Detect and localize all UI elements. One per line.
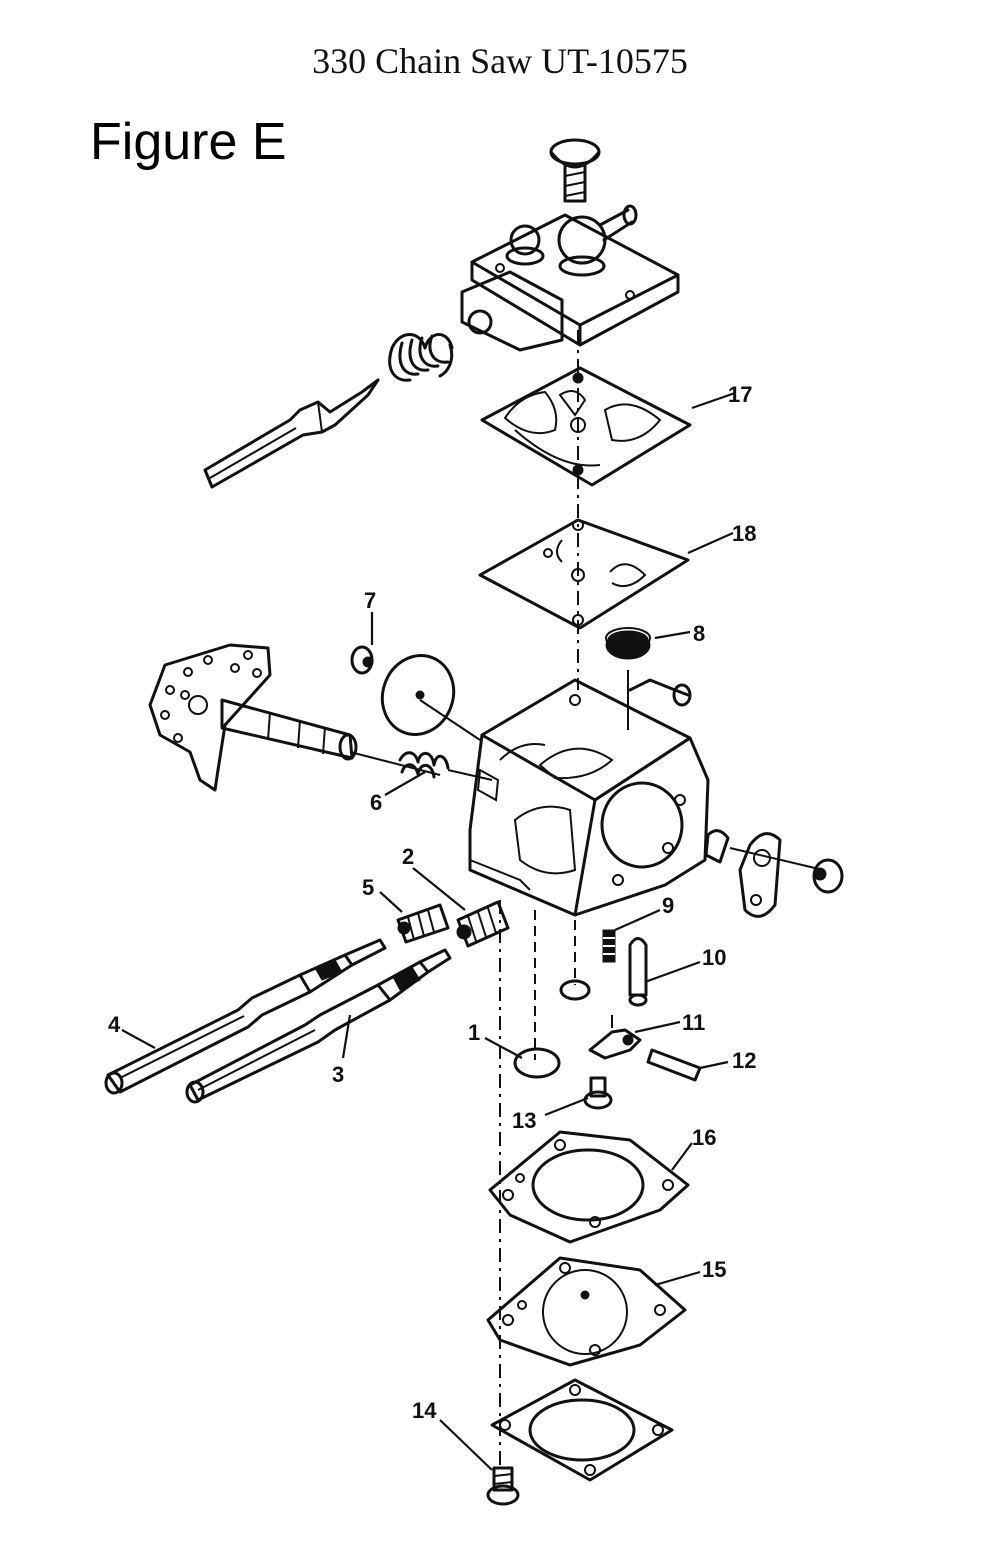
- welch-plug-1: [513, 1047, 561, 1079]
- metering-cover: [490, 1378, 674, 1482]
- callout-8: 8: [693, 621, 705, 646]
- needle-valve-4: [104, 938, 387, 1095]
- carburetor-body: [468, 670, 710, 917]
- metering-gasket-16: [488, 1130, 690, 1244]
- leader-lines: [121, 391, 736, 1471]
- choke-lever-shaft: [148, 643, 441, 792]
- lever-screw-13: [583, 1076, 613, 1110]
- callout-14: 14: [412, 1398, 437, 1423]
- upper-needle: [203, 378, 380, 489]
- cover-screw-14: [486, 1466, 520, 1506]
- callout-13: 13: [512, 1108, 536, 1133]
- callout-17: 17: [728, 382, 752, 407]
- callout-6: 6: [370, 790, 382, 815]
- lever-pin-12: [646, 1048, 702, 1082]
- callout-9: 9: [662, 893, 674, 918]
- pump-gasket-17: [480, 366, 692, 487]
- choke-valve-plate: [380, 654, 481, 741]
- needle-spring-2: [456, 900, 510, 948]
- callout-18: 18: [732, 521, 756, 546]
- coil-spring: [388, 333, 454, 382]
- callout-5: 5: [362, 875, 374, 900]
- welch-plug-small: [559, 979, 591, 1001]
- top-cover-screw: [549, 138, 601, 203]
- callout-15: 15: [702, 1257, 726, 1282]
- inlet-needle-10: [628, 937, 648, 1007]
- callout-16: 16: [692, 1125, 716, 1150]
- callout-7: 7: [364, 588, 376, 613]
- inlet-spring-9: [602, 929, 616, 963]
- metering-diaphragm-15: [486, 1256, 687, 1367]
- callout-1: 1: [468, 1020, 480, 1045]
- pump-diaphragm-18: [478, 518, 690, 630]
- choke-screw-7: [350, 645, 374, 675]
- document-title: 330 Chain Saw UT-10575: [312, 41, 688, 81]
- figure-label: Figure E: [90, 113, 287, 171]
- callout-4: 4: [108, 1012, 121, 1037]
- callout-10: 10: [702, 945, 726, 970]
- callout-12: 12: [732, 1048, 756, 1073]
- filter-screen-8: [605, 627, 651, 660]
- callout-3: 3: [332, 1062, 344, 1087]
- needle-valve-3: [185, 948, 452, 1104]
- pump-cover: [460, 204, 680, 352]
- callout-11: 11: [682, 1010, 705, 1035]
- detent-spring-6: [398, 751, 500, 802]
- throttle-lever-right: [704, 829, 844, 918]
- needle-spring-5: [396, 903, 450, 944]
- metering-lever-11: [588, 1015, 642, 1060]
- callout-2: 2: [402, 844, 414, 869]
